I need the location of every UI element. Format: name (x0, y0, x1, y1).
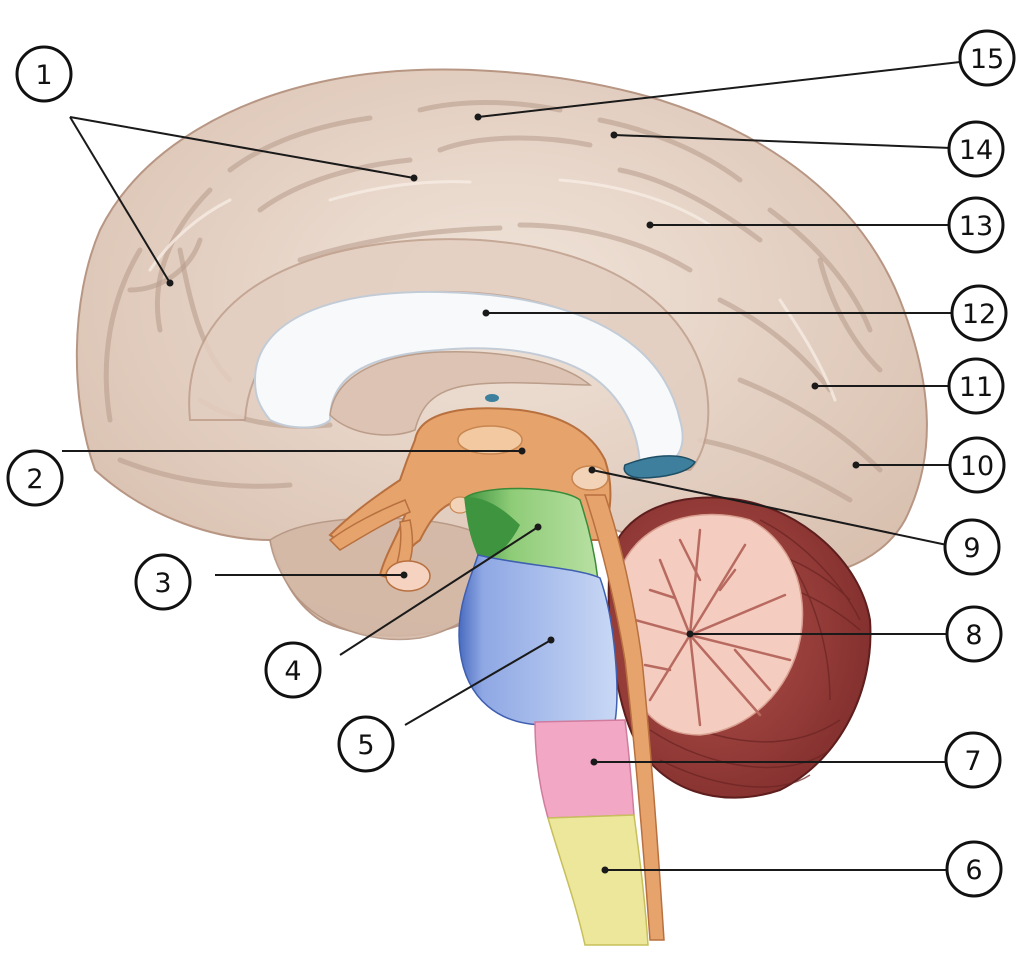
svg-text:10: 10 (960, 451, 994, 482)
label-8: 8 (945, 605, 1003, 663)
medulla-lower (547, 814, 649, 946)
leader-lines (62, 61, 961, 871)
ventricle-small (485, 394, 499, 402)
corpus-callosum (253, 290, 684, 472)
thalamus (457, 425, 523, 455)
midbrain-tegmentum (465, 497, 520, 560)
label-4: 4 (264, 641, 322, 699)
ventricle-posterior (623, 455, 696, 479)
svg-text:4: 4 (284, 656, 301, 687)
svg-text:13: 13 (959, 211, 993, 242)
svg-text:2: 2 (26, 464, 43, 495)
label-14: 14 (947, 120, 1005, 178)
label-3: 3 (134, 553, 192, 611)
svg-text:7: 7 (964, 746, 981, 777)
svg-text:14: 14 (959, 135, 993, 166)
label-6: 6 (945, 840, 1003, 898)
arbor-vitae-branches (633, 528, 792, 727)
svg-text:5: 5 (357, 730, 374, 761)
label-5: 5 (337, 715, 395, 773)
label-7: 7 (944, 731, 1002, 789)
label-15: 15 (958, 29, 1016, 87)
svg-text:15: 15 (970, 44, 1004, 75)
cerebral-aqueduct (583, 494, 665, 941)
svg-text:9: 9 (963, 533, 980, 564)
svg-text:11: 11 (959, 372, 993, 403)
optic-chiasm (328, 499, 411, 551)
label-1: 1 (15, 45, 73, 103)
pons (458, 554, 618, 726)
svg-text:12: 12 (962, 299, 996, 330)
svg-text:1: 1 (35, 60, 52, 91)
label-9: 9 (943, 518, 1001, 576)
label-10: 10 (948, 436, 1006, 494)
svg-text:8: 8 (965, 620, 982, 651)
svg-text:3: 3 (154, 568, 171, 599)
label-12: 12 (950, 284, 1008, 342)
label-2: 2 (6, 449, 64, 507)
label-11: 11 (947, 357, 1005, 415)
septum (329, 351, 593, 436)
label-13: 13 (947, 196, 1005, 254)
medulla-upper (534, 719, 635, 819)
svg-text:6: 6 (965, 855, 982, 886)
leader-endpoints (166, 113, 860, 874)
